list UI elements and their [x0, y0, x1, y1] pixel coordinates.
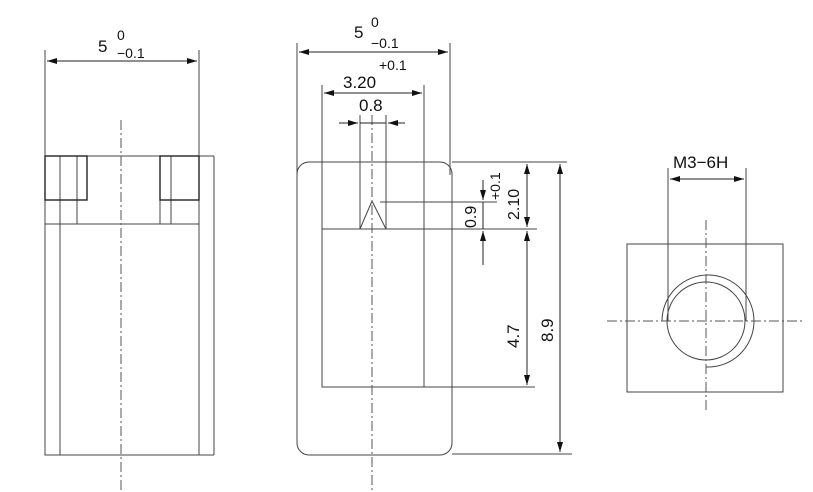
- total-height: 8.9: [538, 318, 557, 342]
- width-nominal: 5: [354, 23, 363, 42]
- width-upper-tol: 0: [371, 14, 379, 30]
- front-view: 5 0 −0.1 +0.1 3.20 0.8 0.9 +0.1 2.10 4.7…: [296, 14, 572, 490]
- hatched-section-right: [159, 155, 200, 201]
- hatched-section-left: [44, 155, 88, 201]
- end-view: M3−6H: [607, 153, 805, 410]
- body-length: 4.7: [504, 324, 523, 348]
- notch-width: 0.8: [359, 96, 383, 115]
- thread-major-arc: [661, 274, 755, 368]
- left-section-view: 5 0 −0.1: [44, 27, 215, 490]
- width-lower-tol: −0.1: [371, 35, 399, 51]
- outer-body: [296, 161, 453, 456]
- slot: [321, 228, 425, 388]
- slot-depth: 2.10: [506, 189, 523, 220]
- slot-depth-tol: +0.1: [487, 172, 503, 200]
- width-lower-tol: −0.1: [117, 45, 145, 61]
- thread-label: M3−6H: [673, 153, 728, 172]
- width-nominal: 5: [98, 37, 107, 56]
- notch-profile: [322, 199, 424, 230]
- slot-width-tol: +0.1: [379, 57, 407, 73]
- width-upper-tol: 0: [117, 27, 125, 43]
- notch-depth: 0.9: [463, 206, 480, 228]
- slot-width: 3.20: [343, 73, 376, 92]
